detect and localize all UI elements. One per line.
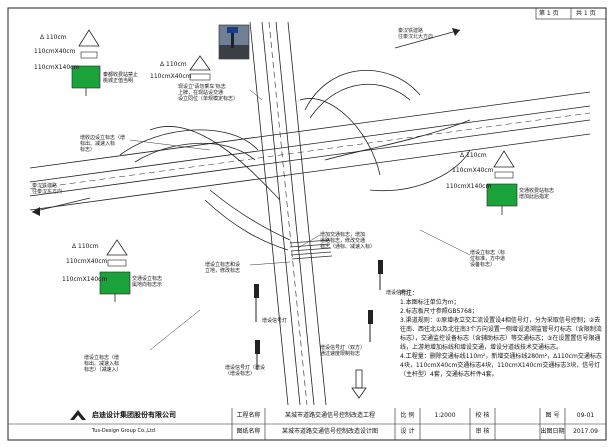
size-label-ll-b: 110cmX40cm: [66, 258, 108, 265]
sign-top-mid: [189, 55, 211, 81]
direction-arrow-left: [31, 197, 91, 216]
note-item-3: 3.渠道规则：①原增收立交汇流设置设4相信号灯，分为采取信号控制；②去往南、西往…: [400, 317, 602, 351]
callout-center-right: 增加交通标志，增加 道路标志，修改交通 标志（通标、减速入标）: [320, 232, 376, 250]
interchange-ramps: [119, 69, 471, 251]
sign-panel-right: [486, 150, 518, 215]
size-label-ul-c: 110cmX140cm: [34, 64, 80, 71]
callout-sign-upper-left: 秦都收费站禁止 桃城正值当明: [103, 72, 139, 84]
road-label-top-right: 秦汉铁建路 往秦汉北大方向: [398, 28, 434, 40]
note-item-1: 1.本图标注单位为m；: [400, 299, 460, 306]
direction-arrow-bottom: [351, 369, 367, 399]
drawing-name-label: 图纸名称: [236, 428, 261, 435]
callout-sign-top-mid: 现设立'请勿乘车'标志 上牌，在现站设交通 设立同位（单规模定标志）: [178, 84, 239, 102]
size-label-ul-b: 110cmX40cm: [34, 48, 76, 55]
sign-panel-upper-left: [71, 29, 101, 96]
size-label-tm-b: 110cmX40cm: [150, 73, 192, 80]
page-total: 共 1 页: [576, 10, 596, 17]
crosswalk: [289, 239, 333, 260]
drawing-name-value: 某城市道路交通信号控制改造设计图: [281, 428, 378, 435]
size-label-tm-a: Δ 110cm: [160, 61, 187, 68]
callout-mid-center: 增设立标志和设 立地，修改标志: [205, 262, 241, 274]
drawing-number-value: 09-01: [576, 412, 595, 419]
company-logo-icon: [70, 410, 86, 420]
project-name-value: 某城市道路交通信号控制改造工程: [284, 412, 375, 419]
callout-bottom-center: 增设信号灯（增设 （增设标志）: [225, 365, 266, 377]
callout-signal-right: 增设信号灯: [386, 290, 412, 296]
direction-arrow-top-right: [394, 28, 461, 49]
date-value: 2017.09: [573, 428, 598, 435]
size-label-ll-a: Δ 110cm: [72, 243, 99, 250]
size-label-ul-a: Δ 110cm: [40, 34, 67, 41]
notes-title: 附注：: [400, 290, 419, 297]
site-photo: [218, 24, 250, 60]
size-label-r-b: 110cmX40cm: [452, 167, 494, 174]
scale-label: 比 例: [400, 412, 415, 419]
callout-sign-lower-left: 交通设立标志 属地向标志示: [132, 276, 163, 288]
signal-pole-left: [254, 284, 260, 370]
callout-pole-right: 增设信号灯（双方） 通过速度限制标志: [320, 345, 366, 357]
highway: [29, 91, 591, 211]
signal-pole-right: [368, 260, 383, 342]
size-label-r-a: Δ 110cm: [460, 152, 487, 159]
page-number: 第 1 页: [539, 10, 559, 17]
project-name-label: 工程名称: [236, 412, 261, 419]
drawing-frame: [7, 7, 607, 441]
size-label-r-c: 110cmX140cm: [446, 183, 492, 190]
note-item-2: 2.标志板尺寸参照GB5768；: [400, 308, 478, 315]
callout-sign-right: 交通收费站标志 增加此后指定: [519, 188, 555, 200]
callout-pole-left: 增设信号灯: [262, 318, 288, 324]
design-label: 设 计: [400, 428, 415, 435]
scale-value: 1:2000: [434, 412, 456, 419]
note-item-4: 4.工程量：删除交通标线110m²，新增交通标线280m²，Δ110cm交通标志…: [400, 353, 602, 378]
leader-lines: [129, 89, 471, 351]
drawing-number-label: 图 号: [545, 412, 560, 419]
notes-block: 附注： 1.本图标注单位为m； 2.标志板尺寸参照GB5768； 3.渠道规则：…: [400, 289, 605, 379]
title-block-grid: [8, 408, 606, 440]
callout-lower-left: 增设立标志（增 标出、减速入标 标志）（减速入）: [84, 355, 122, 373]
company-name-en: Tus-Design Group Co.,Ltd: [92, 428, 156, 434]
audit-label: 审 核: [475, 428, 490, 435]
size-label-ll-c: 110cmX140cm: [62, 276, 108, 283]
review-label: 校 核: [475, 412, 490, 419]
callout-ramp-left: 增收边设立标志（增 标出、减速入标 标志）: [80, 135, 126, 153]
sign-panel-lower-left: [99, 239, 131, 302]
main-road: [249, 21, 327, 406]
road-label-left: 秦汉铁建路 往秦汉东方向: [32, 183, 63, 195]
date-label: 出图日期: [540, 428, 565, 435]
company-name: 启迪设计集团股份有限公司: [92, 411, 176, 419]
callout-right-mid: 增设立标志（标 位标准，方中道 设备标志）: [470, 250, 506, 268]
